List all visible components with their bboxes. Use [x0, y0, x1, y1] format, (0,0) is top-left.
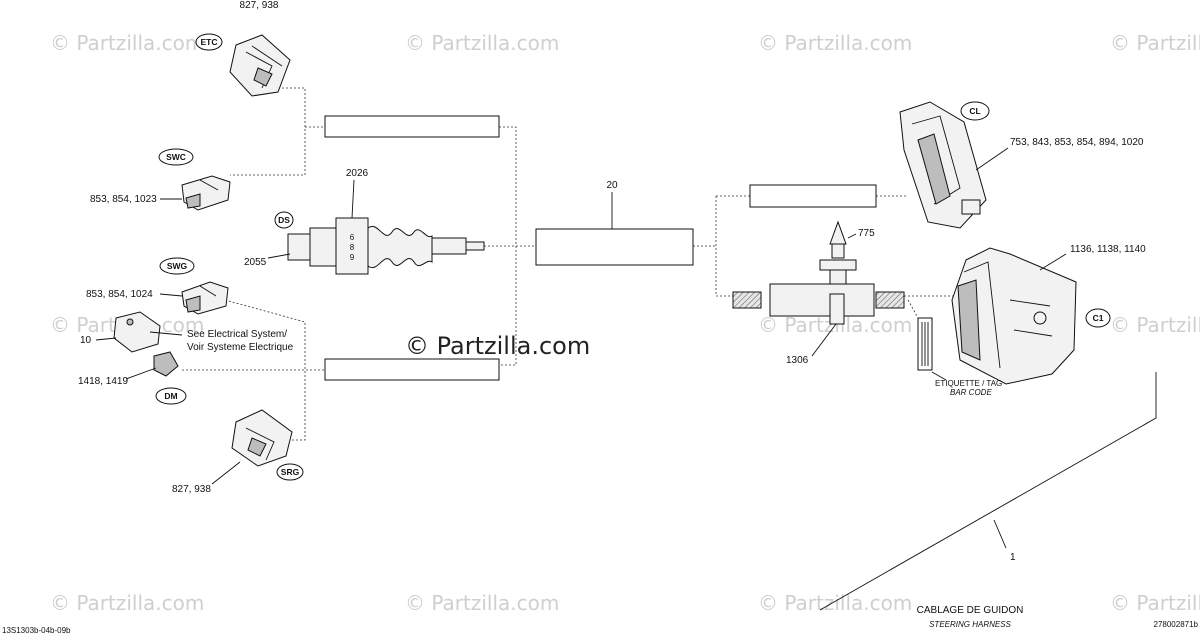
center-watermark: © Partzilla.com	[405, 332, 590, 360]
ds-number: 9	[350, 253, 355, 262]
ds-number: 6	[350, 233, 355, 242]
dm-tag-label: DM	[164, 391, 177, 401]
fuse-callout: 775	[858, 228, 875, 239]
swg-callout: 853, 854, 1024	[86, 289, 153, 300]
swg-tag	[159, 257, 195, 275]
watermark: © Partzilla.com	[405, 31, 559, 55]
title-en: STEERING HARNESS	[929, 620, 1011, 629]
footer-left-code: 13S1303b-04b-09b	[2, 626, 71, 635]
watermark: © Partzilla.com	[50, 31, 204, 55]
srg-callout: 827, 938	[172, 484, 211, 495]
wire-box-bottom	[324, 358, 500, 381]
swc-callout: 853, 854, 1023	[90, 194, 157, 205]
watermark: © Partzilla.com	[1110, 313, 1200, 337]
cl-tag	[960, 101, 990, 121]
etc-callout: 827, 938	[240, 0, 279, 11]
cl-connector-icon	[899, 101, 987, 229]
ds-callout-body: 2055	[244, 257, 267, 268]
ds-number: 8	[350, 243, 355, 252]
dm-tag	[155, 387, 187, 405]
ds-tag-label: DS	[278, 215, 290, 225]
watermark: © Partzilla.com	[1110, 591, 1200, 615]
cl-wire-box	[749, 184, 877, 208]
harness-callout: 1	[1010, 552, 1016, 563]
c1-connector-icon	[951, 247, 1077, 385]
watermark: © Partzilla.com	[1110, 31, 1200, 55]
watermark: © Partzilla.com	[758, 31, 912, 55]
title-fr: CABLAGE DE GUIDON	[917, 605, 1024, 616]
swg-connector-icon	[181, 281, 229, 315]
watermark: © Partzilla.com	[50, 591, 204, 615]
ds-tag	[274, 211, 294, 229]
c1-callout: 1136, 1138, 1140	[1070, 244, 1146, 255]
ds-callout-part: 2026	[346, 168, 369, 179]
fuse-holder-callout: 1306	[786, 355, 809, 366]
center-callout: 20	[606, 180, 618, 191]
dm-callout-b: 1418, 1419	[78, 376, 128, 387]
ds-sensor-icon	[287, 217, 485, 275]
etc-connector-icon	[229, 34, 291, 97]
etc-tag	[195, 33, 223, 51]
watermark: © Partzilla.com	[405, 591, 559, 615]
see-electrical-line1: See Electrical System/	[187, 329, 287, 340]
see-electrical-line2: Voir Systeme Electrique	[187, 342, 294, 353]
etc-tag-label: ETC	[201, 37, 218, 47]
cl-callout: 753, 843, 853, 854, 894, 1020	[1010, 137, 1144, 148]
footer-right-code: 278002871b	[1154, 620, 1199, 629]
srg-connector-icon	[231, 409, 293, 467]
swc-tag-label: SWC	[166, 152, 186, 162]
swc-connector-icon	[181, 175, 231, 211]
c1-tag-label: C1	[1093, 313, 1104, 323]
srg-tag-label: SRG	[281, 467, 300, 477]
c1-tag	[1085, 308, 1111, 328]
srg-tag	[276, 463, 304, 481]
barcode-label-icon	[917, 317, 933, 371]
label-tag-line1: ETIQUETTE / TAG	[935, 379, 1002, 388]
fuse-holder-icon	[732, 283, 905, 325]
swc-tag	[158, 148, 194, 166]
cl-tag-label: CL	[969, 106, 980, 116]
label-tag-line2: BAR CODE	[950, 388, 992, 397]
wiring-lines	[182, 87, 958, 441]
main-harness-box	[535, 228, 694, 266]
dm-callout-a: 10	[80, 335, 92, 346]
swg-tag-label: SWG	[167, 261, 188, 271]
fuse-icon	[819, 220, 857, 285]
wire-box-top	[324, 115, 500, 138]
watermark: © Partzilla.com	[758, 591, 912, 615]
